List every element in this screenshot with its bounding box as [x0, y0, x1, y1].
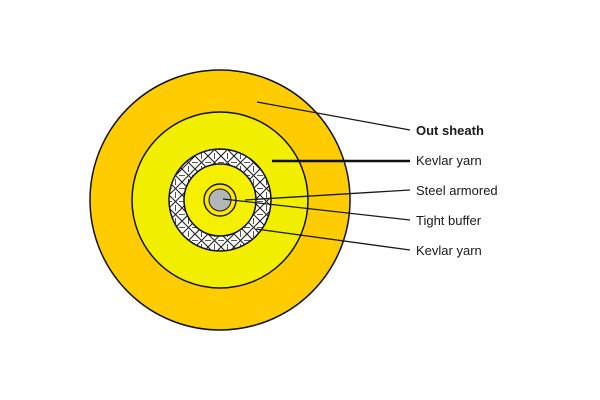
label-tight-buffer: Tight buffer	[416, 213, 482, 228]
label-out-sheath: Out sheath	[416, 123, 484, 138]
leader-line-kevlar-inner	[255, 228, 411, 251]
label-steel-armored: Steel armored	[416, 183, 498, 198]
label-kevlar-yarn-outer: Kevlar yarn	[416, 153, 482, 168]
label-kevlar-yarn-inner: Kevlar yarn	[416, 243, 482, 258]
leader-line-steel-armored	[244, 189, 411, 201]
leader-line-tight-buffer	[222, 198, 411, 221]
leader-line-out-sheath	[256, 101, 411, 131]
